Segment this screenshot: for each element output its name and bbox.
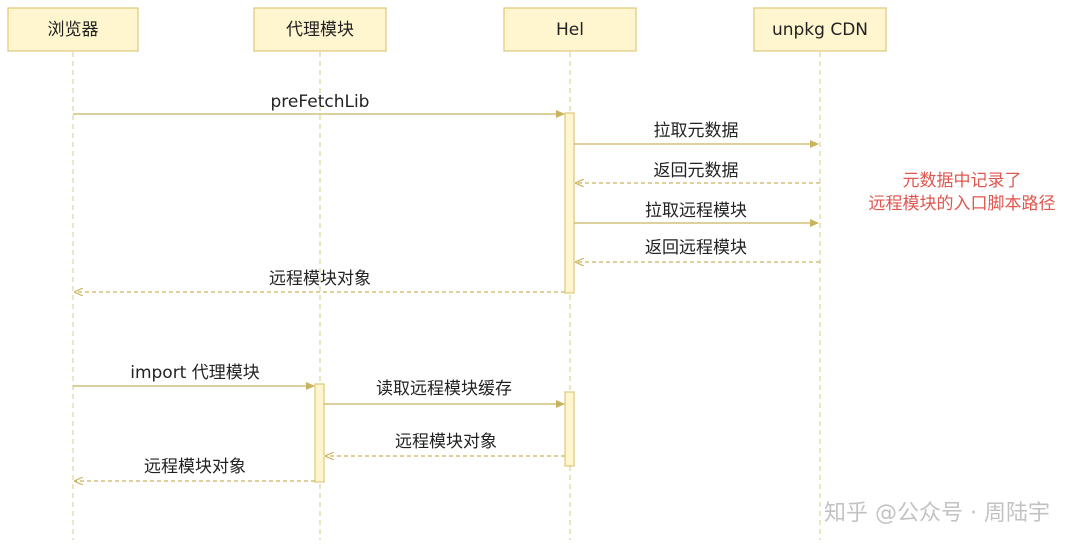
message-label-remote-module-object-1: 远程模块对象 <box>269 269 371 289</box>
note-line-1: 元数据中记录了 <box>903 171 1022 191</box>
participant-proxy: 代理模块 <box>253 7 387 52</box>
message-label-prefetchlib: preFetchLib <box>271 92 370 112</box>
participant-browser-label: 浏览器 <box>48 20 99 40</box>
participant-proxy-label: 代理模块 <box>286 20 354 40</box>
participant-browser: 浏览器 <box>7 7 139 52</box>
note-line-2: 远程模块的入口脚本路径 <box>869 194 1056 214</box>
message-label-remote-module-object-3: 远程模块对象 <box>144 457 246 477</box>
activation-hel-2 <box>564 391 575 467</box>
activation-hel-1 <box>564 112 575 294</box>
message-label-read-cache: 读取远程模块缓存 <box>376 379 512 399</box>
message-label-return-remote-module: 返回远程模块 <box>645 238 747 258</box>
participant-cdn-label: unpkg CDN <box>772 20 868 40</box>
message-label-fetch-remote-module: 拉取远程模块 <box>645 201 747 221</box>
message-label-fetch-metadata: 拉取元数据 <box>654 121 739 141</box>
participant-cdn: unpkg CDN <box>753 7 887 52</box>
message-label-remote-module-object-2: 远程模块对象 <box>395 432 497 452</box>
watermark-text: 知乎 @公众号 · 周陆宇 <box>824 501 1050 526</box>
message-label-import-proxy: import 代理模块 <box>130 363 260 383</box>
participant-hel-label: Hel <box>556 20 584 40</box>
activation-proxy <box>314 383 325 483</box>
participant-hel: Hel <box>503 7 637 52</box>
message-label-return-metadata: 返回元数据 <box>654 161 739 181</box>
